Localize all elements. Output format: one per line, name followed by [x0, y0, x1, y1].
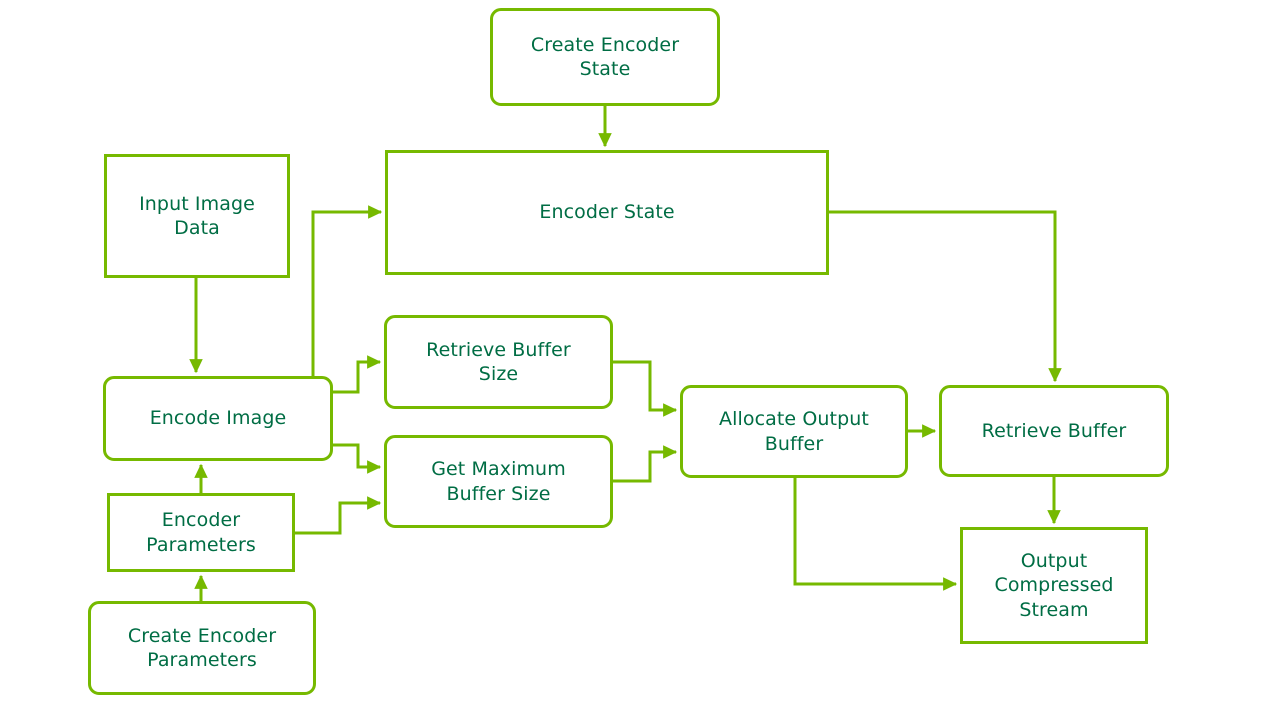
- edge-retrieve-buffer-size-to-allocate-output-buffer: [613, 360, 678, 417]
- node-retrieve-buffer-size[interactable]: Retrieve Buffer Size: [384, 315, 613, 409]
- edges-group: [189, 106, 1062, 601]
- node-label: Create Encoder Parameters: [127, 624, 277, 671]
- node-label: Encode Image: [149, 407, 287, 430]
- edge-encode-image-to-get-maximum-buffer-size: [333, 443, 382, 474]
- edge-encoder-state-to-retrieve-buffer: [829, 210, 1062, 383]
- node-output-compressed-stream[interactable]: Output Compressed Stream: [960, 527, 1148, 644]
- edge-encoder-parameters-to-get-maximum-buffer-size: [295, 496, 382, 535]
- edge-encode-image-to-encoder-state: [311, 205, 383, 376]
- node-label: Encoder Parameters: [146, 509, 256, 556]
- node-allocate-output-buffer[interactable]: Allocate Output Buffer: [680, 385, 908, 478]
- node-label: Encoder State: [539, 201, 675, 224]
- node-create-encoder-parameters[interactable]: Create Encoder Parameters: [88, 601, 316, 695]
- edge-get-maximum-buffer-size-to-allocate-output-buffer: [613, 445, 678, 483]
- node-retrieve-buffer[interactable]: Retrieve Buffer: [939, 385, 1169, 477]
- edge-encode-image-to-retrieve-buffer-size: [333, 355, 382, 394]
- node-encoder-parameters[interactable]: Encoder Parameters: [107, 493, 295, 572]
- node-create-encoder-state[interactable]: Create Encoder State: [490, 8, 720, 106]
- edge-allocate-output-buffer-to-output-compressed-stream: [793, 478, 958, 591]
- node-encode-image[interactable]: Encode Image: [103, 376, 333, 461]
- node-label: Allocate Output Buffer: [719, 408, 869, 455]
- node-label: Get Maximum Buffer Size: [431, 458, 566, 505]
- node-label: Create Encoder State: [530, 33, 680, 80]
- node-encoder-state[interactable]: Encoder State: [385, 150, 829, 275]
- node-input-image-data[interactable]: Input Image Data: [104, 154, 290, 278]
- node-label: Retrieve Buffer: [981, 419, 1127, 442]
- node-label: Output Compressed Stream: [994, 550, 1114, 621]
- node-get-maximum-buffer-size[interactable]: Get Maximum Buffer Size: [384, 435, 613, 528]
- node-label: Retrieve Buffer Size: [426, 338, 571, 385]
- node-label: Input Image Data: [139, 192, 255, 239]
